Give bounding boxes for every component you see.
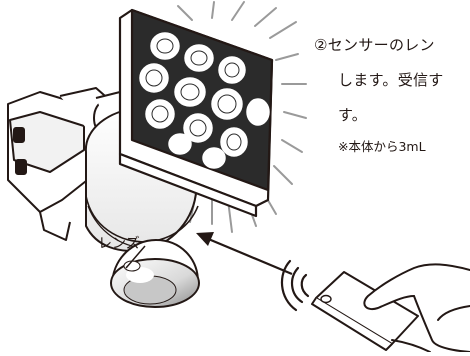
distance-note: ※本体から3mL: [338, 139, 426, 154]
led-inner-rings: [145, 38, 242, 151]
hand: [363, 263, 470, 353]
instruction-line-3: す。: [338, 106, 368, 124]
signal-arrow: [196, 232, 293, 276]
led-array: [139, 32, 270, 169]
signal-waves-icon: [281, 259, 310, 312]
instruction-line-2: します。受信す: [338, 71, 444, 89]
lens-dome: [110, 238, 200, 308]
instruction-line-1: ②センサーのレン: [314, 36, 435, 54]
lens-leader-line: [125, 245, 146, 269]
lens-label: レンズ: [98, 236, 140, 252]
